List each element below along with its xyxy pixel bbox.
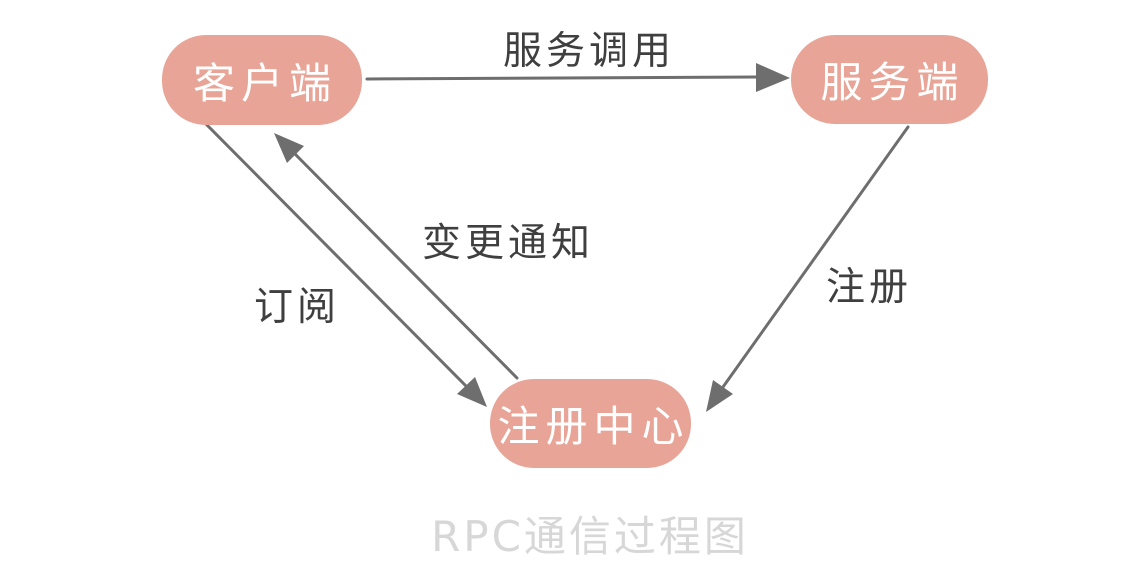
edge-label-change-notification: 变更通知 [421, 221, 595, 266]
node-registry-label: 注册中心 [497, 402, 690, 451]
edge-label-register: 注册 [825, 265, 913, 310]
arrow-change-notification [274, 133, 519, 380]
diagram-title: RPC通信过程图 [431, 512, 749, 561]
node-client-label: 客户端 [192, 58, 337, 108]
node-server: 服务端 [791, 35, 988, 124]
arrow-service-call [365, 63, 790, 92]
node-registry: 注册中心 [490, 379, 691, 468]
node-server-label: 服务端 [820, 58, 965, 107]
edge-label-subscribe: 订阅 [253, 285, 341, 330]
edge-label-service-call: 服务调用 [502, 29, 676, 74]
node-client: 客户端 [162, 35, 362, 125]
arrow-register [706, 125, 910, 412]
arrow-subscribe [204, 122, 487, 407]
